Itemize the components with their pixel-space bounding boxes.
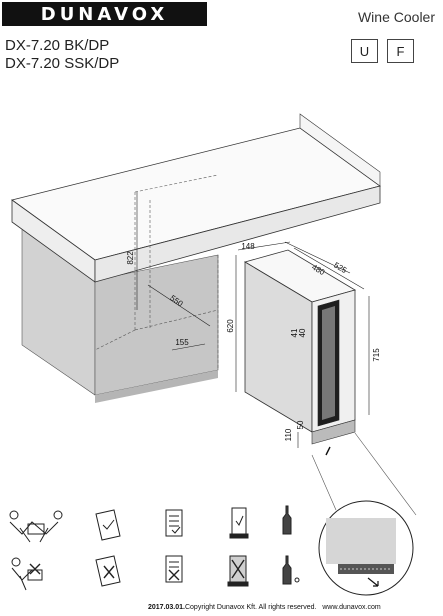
model-name-2: DX-7.20 SSK/DP bbox=[5, 55, 120, 72]
niche-dimension-lines bbox=[136, 192, 370, 448]
two-person-carry-icon bbox=[9, 510, 63, 543]
upright-cooler-icon bbox=[229, 507, 249, 539]
footer-copyright: Copyright Dunavox Kft. All rights reserv… bbox=[184, 604, 317, 611]
wine-cooler-unit bbox=[243, 249, 357, 456]
brand-name: DUNAVOX bbox=[40, 3, 169, 25]
dim-620: 620 bbox=[226, 319, 235, 333]
footer-date: 2017.03.01. bbox=[148, 604, 185, 611]
checklist-icon bbox=[165, 509, 183, 537]
document-check-icon bbox=[95, 509, 121, 541]
detail-lead-lines bbox=[311, 432, 417, 516]
document-cross-icon bbox=[95, 555, 121, 587]
icon-row-do bbox=[9, 505, 292, 543]
dim-50: 50 bbox=[296, 420, 305, 429]
product-type: Wine Cooler bbox=[357, 9, 435, 25]
model-name-1: DX-7.20 BK/DP bbox=[5, 37, 110, 54]
kitchen-cabinet bbox=[11, 113, 381, 403]
dim-155: 155 bbox=[175, 338, 189, 347]
dim-41: 41 bbox=[290, 328, 299, 337]
icon-row-dont bbox=[11, 555, 300, 591]
one-person-carry-icon bbox=[11, 557, 43, 591]
badge-f: F bbox=[387, 39, 414, 63]
brand-logo: DUNAVOX bbox=[2, 2, 207, 26]
detail-magnifier bbox=[318, 500, 414, 596]
badge-group: U F bbox=[351, 39, 414, 63]
dim-715: 715 bbox=[372, 348, 381, 362]
checklist-cross-icon bbox=[165, 555, 183, 583]
dim-110: 110 bbox=[284, 428, 293, 441]
dim-525: 525 bbox=[332, 261, 349, 276]
dim-822: 822 bbox=[126, 251, 135, 265]
dim-40: 40 bbox=[298, 328, 307, 337]
model-list: DX-7.20 BK/DP DX-7.20 SSK/DP bbox=[5, 37, 119, 73]
footer-website: www.dunavox.com bbox=[322, 604, 381, 611]
footer: 2017.03.01.Copyright Dunavox Kft. All ri… bbox=[148, 604, 381, 611]
dim-148: 148 bbox=[241, 242, 255, 251]
bottle-icon bbox=[282, 505, 292, 535]
tilted-cooler-icon bbox=[227, 555, 249, 587]
bottle-cross-icon bbox=[282, 555, 300, 585]
badge-u: U bbox=[351, 39, 378, 63]
